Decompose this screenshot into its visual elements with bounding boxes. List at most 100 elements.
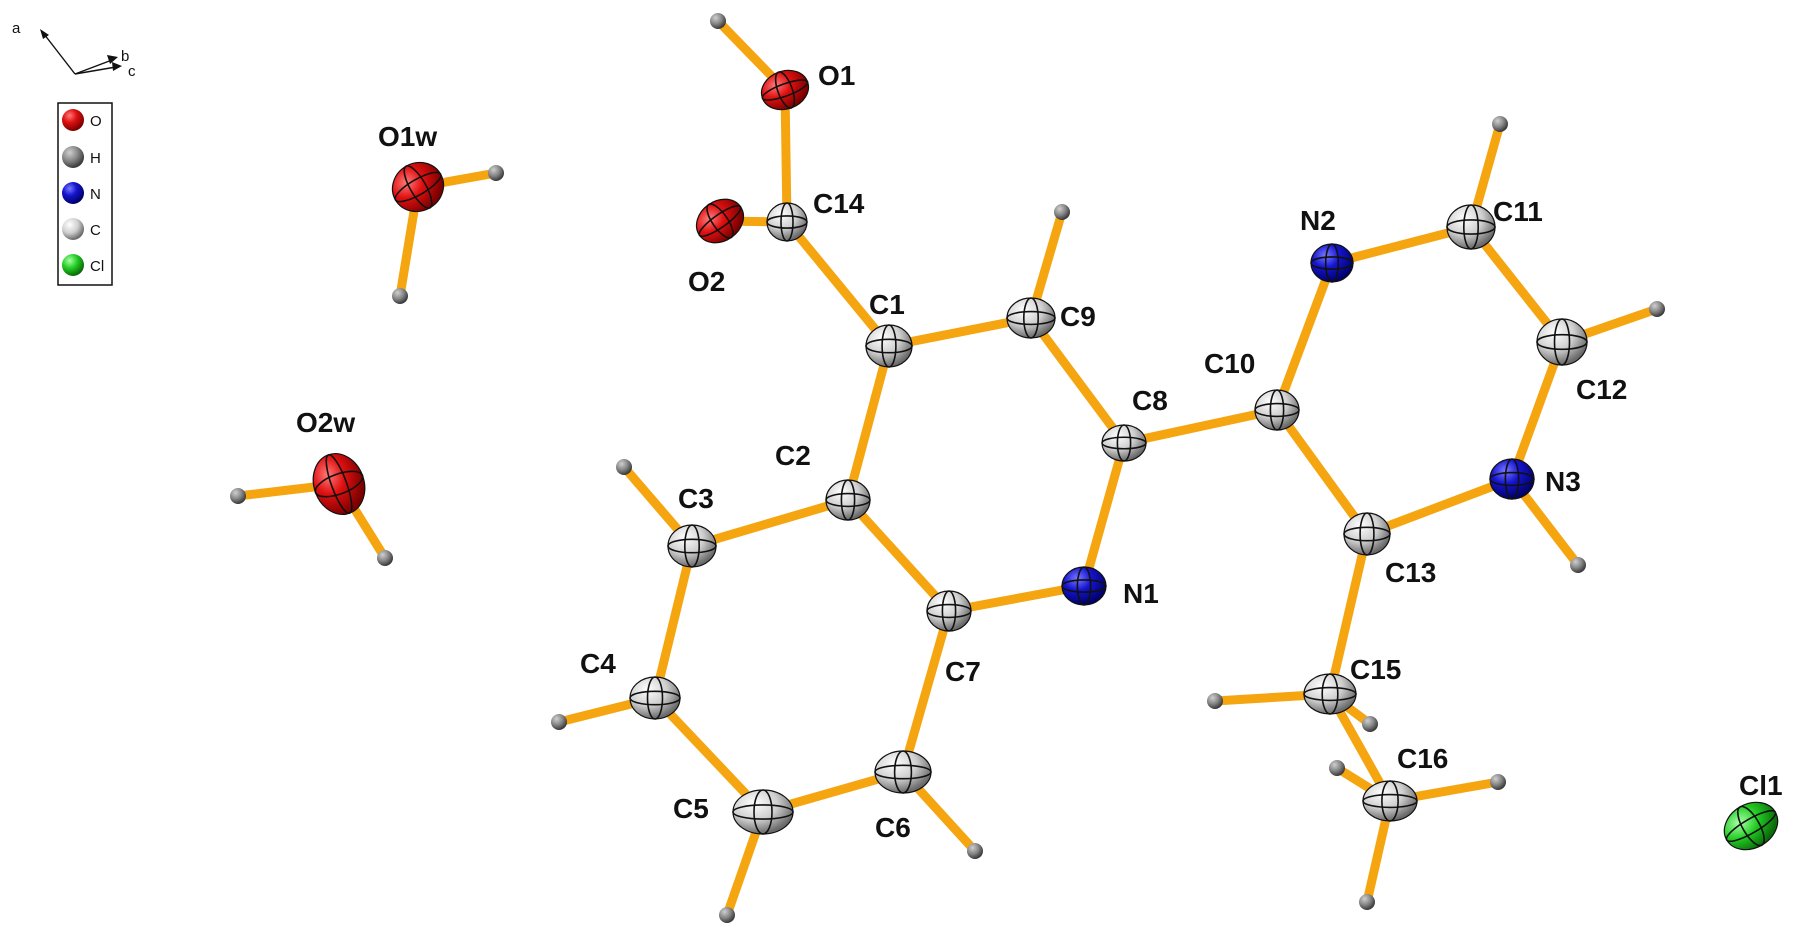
- atom-ellipsoid: [1723, 801, 1779, 851]
- principal-ellipse-horizontal: [1446, 219, 1496, 235]
- principal-ellipse-vertical: [1023, 297, 1039, 339]
- bond-c2-c3: [687, 495, 853, 551]
- label-layer: O1O2O1wO2wN1N2N3C1C2C3C4C5C6C7C8C9C10C11…: [296, 60, 1783, 843]
- atom-c13: [1343, 512, 1391, 556]
- atom-ellipsoid: [766, 202, 808, 242]
- axis-c-line: [74, 66, 117, 75]
- principal-ellipse-vertical: [1381, 780, 1399, 822]
- atom-ellipsoid: [312, 453, 366, 515]
- bond-c8-c10: [1119, 405, 1282, 448]
- atom-c7: [926, 590, 972, 632]
- axis-a-label: a: [12, 20, 21, 37]
- principal-ellipse-horizontal: [1006, 310, 1056, 326]
- atom-ellipsoid: [1446, 204, 1496, 250]
- axis-b-line: [74, 59, 113, 75]
- atom-label-c6: C6: [875, 812, 911, 843]
- bond-c7-n1: [944, 581, 1089, 616]
- atom-ellipsoid: [629, 676, 681, 720]
- atom-c6: [874, 750, 932, 794]
- principal-ellipse-vertical: [1269, 389, 1285, 431]
- atom-label-n2: N2: [1300, 205, 1336, 236]
- principal-ellipse-vertical: [684, 524, 700, 568]
- atom-c5: [732, 789, 794, 835]
- atom-label-c12: C12: [1576, 374, 1627, 405]
- hydrogen-atom-h-c6: [967, 843, 983, 859]
- bond-c13-c10: [1272, 405, 1372, 539]
- atom-c9: [1006, 297, 1056, 339]
- hydrogen-atom-h-o1: [710, 13, 726, 29]
- principal-ellipse-horizontal: [1254, 402, 1300, 418]
- atom-label-c4: C4: [580, 648, 616, 679]
- atom-ellipsoid: [1101, 424, 1147, 462]
- principal-ellipse-vertical: [1553, 318, 1571, 366]
- axis-c-label: c: [128, 63, 136, 80]
- hydrogen-atom-h-c5: [719, 907, 735, 923]
- hydrogen-layer: [230, 13, 1665, 923]
- principal-ellipse-horizontal: [874, 764, 932, 780]
- atom-label-c11: C11: [1493, 196, 1543, 227]
- principal-ellipse-horizontal: [865, 338, 913, 354]
- atom-ellipsoid: [1006, 297, 1056, 339]
- principal-ellipse-horizontal: [1536, 333, 1588, 351]
- atom-ellipsoid: [865, 324, 913, 368]
- atom-label-c3: C3: [678, 483, 714, 514]
- principal-ellipse-vertical: [893, 750, 913, 794]
- principal-ellipse-horizontal: [1303, 686, 1357, 702]
- atom-label-c5: C5: [673, 793, 709, 824]
- principal-ellipse-vertical: [774, 71, 796, 109]
- atom-c14: [766, 202, 808, 242]
- legend-label-o: O: [90, 113, 102, 130]
- principal-ellipse-horizontal: [1489, 471, 1535, 487]
- atom-n2: [1310, 243, 1354, 283]
- atom-ellipsoid: [667, 524, 717, 568]
- principal-ellipse-horizontal: [314, 470, 364, 498]
- atom-ellipsoid: [1061, 566, 1107, 606]
- principal-ellipse-vertical: [881, 324, 897, 368]
- bond-c12-n3: [1507, 337, 1567, 484]
- legend-label-n: N: [90, 186, 101, 203]
- principal-ellipse-horizontal: [1101, 436, 1147, 450]
- atom-ellipsoid: [1489, 458, 1535, 500]
- bond-c13-c15: [1325, 529, 1372, 699]
- principal-ellipse-horizontal: [629, 690, 681, 706]
- atom-c1: [865, 324, 913, 368]
- principal-ellipse-horizontal: [698, 204, 742, 238]
- principal-ellipse-vertical: [1324, 243, 1340, 283]
- bond-layer: [233, 16, 1662, 920]
- atom-label-o1: O1: [818, 60, 855, 91]
- principal-ellipse-horizontal: [394, 171, 442, 203]
- atom-c2: [825, 479, 871, 521]
- atom-o2w: [312, 453, 366, 515]
- bond-c10-n2: [1272, 258, 1337, 415]
- principal-ellipse-vertical: [1116, 424, 1132, 462]
- principal-ellipse-horizontal: [732, 804, 794, 820]
- bond-n1-c8: [1079, 438, 1129, 591]
- axis-c-arrowhead: [112, 62, 122, 71]
- principal-ellipse-vertical: [1504, 458, 1520, 500]
- hydrogen-atom-h-c9: [1054, 204, 1070, 220]
- atom-c12: [1536, 318, 1588, 366]
- principal-ellipse-vertical: [1463, 204, 1479, 250]
- atom-ellipsoid: [1303, 673, 1357, 715]
- principal-ellipse-vertical: [1359, 512, 1375, 556]
- principal-ellipse-vertical: [1737, 805, 1765, 847]
- atom-c16: [1362, 780, 1418, 822]
- atom-label-n3: N3: [1545, 466, 1581, 497]
- atom-cl1: [1723, 801, 1779, 851]
- principal-ellipse-horizontal: [761, 79, 809, 101]
- atom-label-c2: C2: [775, 440, 811, 471]
- atom-layer: [312, 69, 1779, 851]
- atom-o2: [695, 198, 745, 244]
- axis-b-arrowhead: [107, 55, 118, 64]
- hydrogen-atom-h-o1w2: [392, 288, 408, 304]
- hydrogen-atom-h-c16c: [1359, 894, 1375, 910]
- legend-swatch-c: [62, 218, 84, 240]
- legend-label-h: H: [90, 150, 101, 167]
- hydrogen-atom-h-o1w: [488, 165, 504, 181]
- principal-ellipse-horizontal: [1061, 579, 1107, 593]
- hydrogen-atom-h-c11: [1492, 116, 1508, 132]
- bond-c3-c4: [650, 541, 697, 703]
